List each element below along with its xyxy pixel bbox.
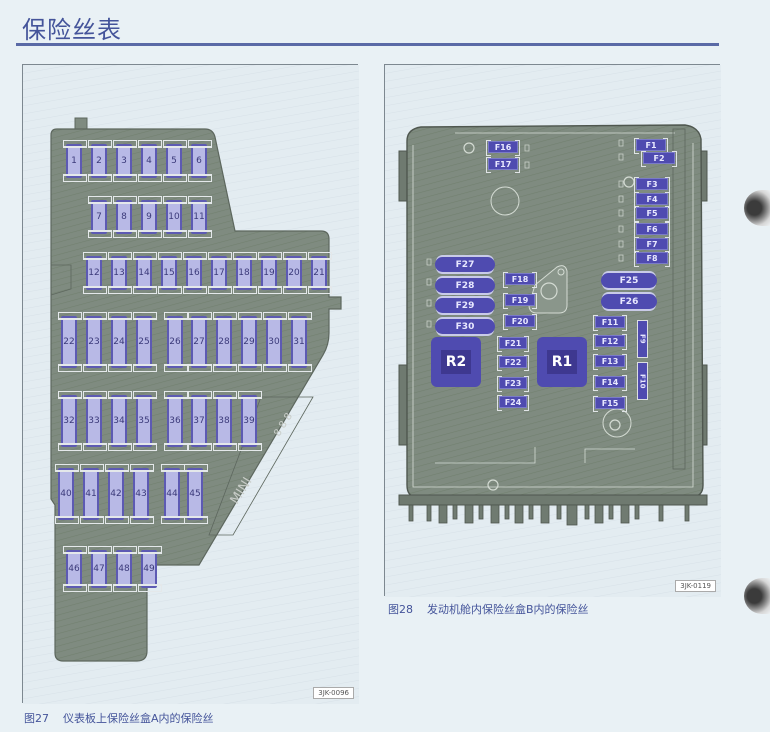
- fuse-a-29: 29: [238, 312, 262, 372]
- caption-number-a: 图27: [24, 712, 49, 725]
- fuse-a-22: 22: [58, 312, 82, 372]
- fuse-b-f28: F28: [435, 278, 495, 293]
- fuse-a-34: 34: [108, 391, 132, 451]
- fuse-a-49: 49: [138, 546, 162, 592]
- fuse-a-8: 8: [113, 196, 137, 238]
- fuse-a-36: 36: [164, 391, 188, 451]
- fuse-a-14: 14: [133, 252, 157, 294]
- fuse-b-f13: F13: [593, 354, 627, 370]
- caption-text-a: 仪表板上保险丝盒A内的保险丝: [63, 712, 214, 725]
- fuse-a-24: 24: [108, 312, 132, 372]
- figure-fuse-box-a: MINI 8 8 8 1 2 3 4 5 6 7 8 9 10 11 12 13…: [22, 64, 359, 704]
- fuse-a-10: 10: [163, 196, 187, 238]
- fuse-a-48: 48: [113, 546, 137, 592]
- fuse-a-41: 41: [80, 464, 104, 524]
- fuse-a-47: 47: [88, 546, 112, 592]
- figure-code-a: 3JK-0096: [313, 687, 354, 699]
- binding-hole-icon: [744, 190, 770, 226]
- fuse-a-27: 27: [188, 312, 212, 372]
- fuse-b-f14: F14: [593, 375, 627, 391]
- fuse-a-26: 26: [164, 312, 188, 372]
- fuse-a-20: 20: [283, 252, 307, 294]
- fuse-b-f12: F12: [593, 334, 627, 350]
- fuse-b-f20: F20: [503, 314, 537, 330]
- fuse-a-35: 35: [133, 391, 157, 451]
- figure-fuse-box-b: F16 F17 F1 F2 F3 F4 F5 F6 F7 F8 F27 F28 …: [384, 64, 721, 597]
- fuse-b-f19: F19: [503, 293, 537, 309]
- fuse-box-b-housing: [385, 65, 721, 597]
- title-rule: [16, 43, 719, 46]
- fuse-b-f21: F21: [497, 336, 529, 352]
- fuse-a-19: 19: [258, 252, 282, 294]
- fuse-b-f29: F29: [435, 298, 495, 313]
- fuse-b-f30: F30: [435, 319, 495, 334]
- figure-caption-b: 图28 发动机舱内保险丝盒B内的保险丝: [388, 601, 589, 617]
- fuse-a-37: 37: [188, 391, 212, 451]
- caption-text-b: 发动机舱内保险丝盒B内的保险丝: [427, 603, 589, 616]
- fuse-a-2: 2: [88, 140, 112, 182]
- fuse-b-f17: F17: [486, 157, 520, 173]
- relay-r1: R1: [537, 337, 587, 387]
- fuse-b-f2: F2: [641, 151, 677, 167]
- fuse-b-f22: F22: [497, 355, 529, 371]
- fuse-b-f4: F4: [634, 192, 670, 208]
- fuse-b-f25: F25: [601, 273, 657, 288]
- fuse-a-39: 39: [238, 391, 262, 451]
- figure-caption-a: 图27 仪表板上保险丝盒A内的保险丝: [24, 710, 214, 726]
- fuse-a-1: 1: [63, 140, 87, 182]
- fuse-a-12: 12: [83, 252, 107, 294]
- fuse-a-31: 31: [288, 312, 312, 372]
- fuse-a-6: 6: [188, 140, 212, 182]
- fuse-b-f3: F3: [634, 177, 670, 193]
- fuse-a-18: 18: [233, 252, 257, 294]
- fuse-a-4: 4: [138, 140, 162, 182]
- fuse-b-f1: F1: [634, 138, 668, 154]
- fuse-a-43: 43: [130, 464, 154, 524]
- fuse-a-5: 5: [163, 140, 187, 182]
- fuse-a-7: 7: [88, 196, 112, 238]
- fuse-a-9: 9: [138, 196, 162, 238]
- fuse-a-46: 46: [63, 546, 87, 592]
- fuse-a-38: 38: [213, 391, 237, 451]
- fuse-b-f10: F10: [637, 362, 648, 400]
- fuse-b-f9: F9: [637, 320, 648, 358]
- fuse-a-42: 42: [105, 464, 129, 524]
- fuse-a-32: 32: [58, 391, 82, 451]
- fuse-b-f18: F18: [503, 272, 537, 288]
- fuse-a-11: 11: [188, 196, 212, 238]
- fuse-b-f11: F11: [593, 315, 627, 331]
- figure-code-b: 3JK-0119: [675, 580, 716, 592]
- fuse-a-44: 44: [161, 464, 185, 524]
- fuse-a-45: 45: [184, 464, 208, 524]
- fuse-a-33: 33: [83, 391, 107, 451]
- fuse-a-25: 25: [133, 312, 157, 372]
- fuse-a-16: 16: [183, 252, 207, 294]
- fuse-a-28: 28: [213, 312, 237, 372]
- fuse-a-13: 13: [108, 252, 132, 294]
- fuse-b-f16: F16: [486, 140, 520, 156]
- fuse-b-f7: F7: [634, 237, 670, 253]
- fuse-a-30: 30: [263, 312, 287, 372]
- fuse-a-40: 40: [55, 464, 79, 524]
- fuse-b-f24: F24: [497, 395, 529, 411]
- fuse-b-f26: F26: [601, 294, 657, 309]
- fuse-b-f5: F5: [634, 206, 670, 222]
- fuse-a-3: 3: [113, 140, 137, 182]
- fuse-a-23: 23: [83, 312, 107, 372]
- fuse-b-f15: F15: [593, 396, 627, 412]
- fuse-a-15: 15: [158, 252, 182, 294]
- caption-number-b: 图28: [388, 603, 413, 616]
- fuse-a-17: 17: [208, 252, 232, 294]
- fuse-b-f27: F27: [435, 257, 495, 272]
- fuse-b-f8: F8: [634, 251, 670, 267]
- fuse-b-f23: F23: [497, 376, 529, 392]
- binding-hole-icon: [744, 578, 770, 614]
- fuse-a-21: 21: [308, 252, 332, 294]
- fuse-b-f6: F6: [634, 222, 670, 238]
- relay-r2: R2: [431, 337, 481, 387]
- page-title: 保险丝表: [22, 16, 122, 44]
